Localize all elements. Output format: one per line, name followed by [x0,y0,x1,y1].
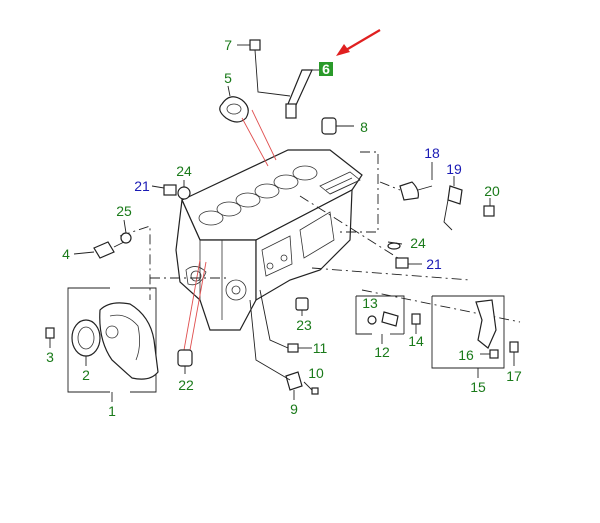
part-20-bolt[interactable] [483,198,495,217]
callout-18: 18 [424,145,440,161]
callout-1: 1 [108,403,116,419]
part-7-dipstick[interactable] [237,39,319,119]
part-14-bolt[interactable] [411,313,421,334]
part-25-washer[interactable] [120,219,132,244]
part-22-plug[interactable] [177,349,193,374]
callout-17: 17 [506,368,522,384]
part-11-bolt[interactable] [259,289,312,353]
callout-9: 9 [290,401,298,417]
engine-block[interactable] [175,149,363,331]
part-9-sensor[interactable] [249,299,303,400]
callout-16: 16 [458,347,474,363]
part-3-bolt[interactable] [45,327,55,348]
part-17-bolt[interactable] [509,341,519,366]
red-pointer-arrow [336,29,381,56]
callout-25: 25 [116,203,132,219]
callout-24-left: 24 [176,163,192,179]
callout-10: 10 [308,365,324,381]
leader-red-22b [189,261,207,351]
highlighted-part-6[interactable]: 6 [319,61,333,77]
callout-19: 19 [446,161,462,177]
callout-12: 12 [374,344,390,360]
part-19-sensor[interactable] [443,176,463,231]
callout-23: 23 [296,317,312,333]
callout-22: 22 [178,377,194,393]
callout-4: 4 [62,246,70,262]
callout-7: 7 [224,37,232,53]
part-4-sensor[interactable] [73,241,125,259]
svg-text:6: 6 [322,61,330,77]
part-8-plug[interactable] [321,117,354,135]
callout-labels: 7 5 8 24 21 25 4 18 19 20 24 21 13 12 14… [46,37,522,419]
part-21-bolt-left[interactable] [151,184,177,196]
leader-red-22 [183,259,201,351]
callout-5: 5 [224,70,232,86]
group-12-sensor-kit[interactable] [355,295,405,344]
group-1-front-cover[interactable] [67,287,159,402]
callout-3: 3 [46,349,54,365]
callout-24-right: 24 [410,235,426,251]
part-21-bolt-right[interactable] [395,257,422,269]
callout-8: 8 [360,119,368,135]
callout-13: 13 [362,295,378,311]
leader-red-gasket-2 [251,109,277,161]
group-15-bracket-kit[interactable] [431,295,505,378]
part-16-bolt[interactable] [480,349,499,359]
part-10-bolt[interactable] [303,381,319,395]
callout-11: 11 [313,340,328,356]
callout-20: 20 [484,183,500,199]
callout-21-left: 21 [134,178,150,194]
part-24-clip-right[interactable] [387,241,403,250]
part-2-seal[interactable] [71,319,101,366]
callout-2: 2 [82,367,90,383]
callout-14: 14 [408,333,424,349]
part-23-bushing[interactable] [295,297,309,316]
callout-15: 15 [470,379,486,395]
callout-21-right: 21 [426,256,442,272]
part-5-gasket[interactable] [219,85,249,123]
part-18-sensor[interactable] [399,162,433,201]
leader-red-gasket [241,117,269,167]
part-24-washer-left[interactable] [177,180,191,200]
